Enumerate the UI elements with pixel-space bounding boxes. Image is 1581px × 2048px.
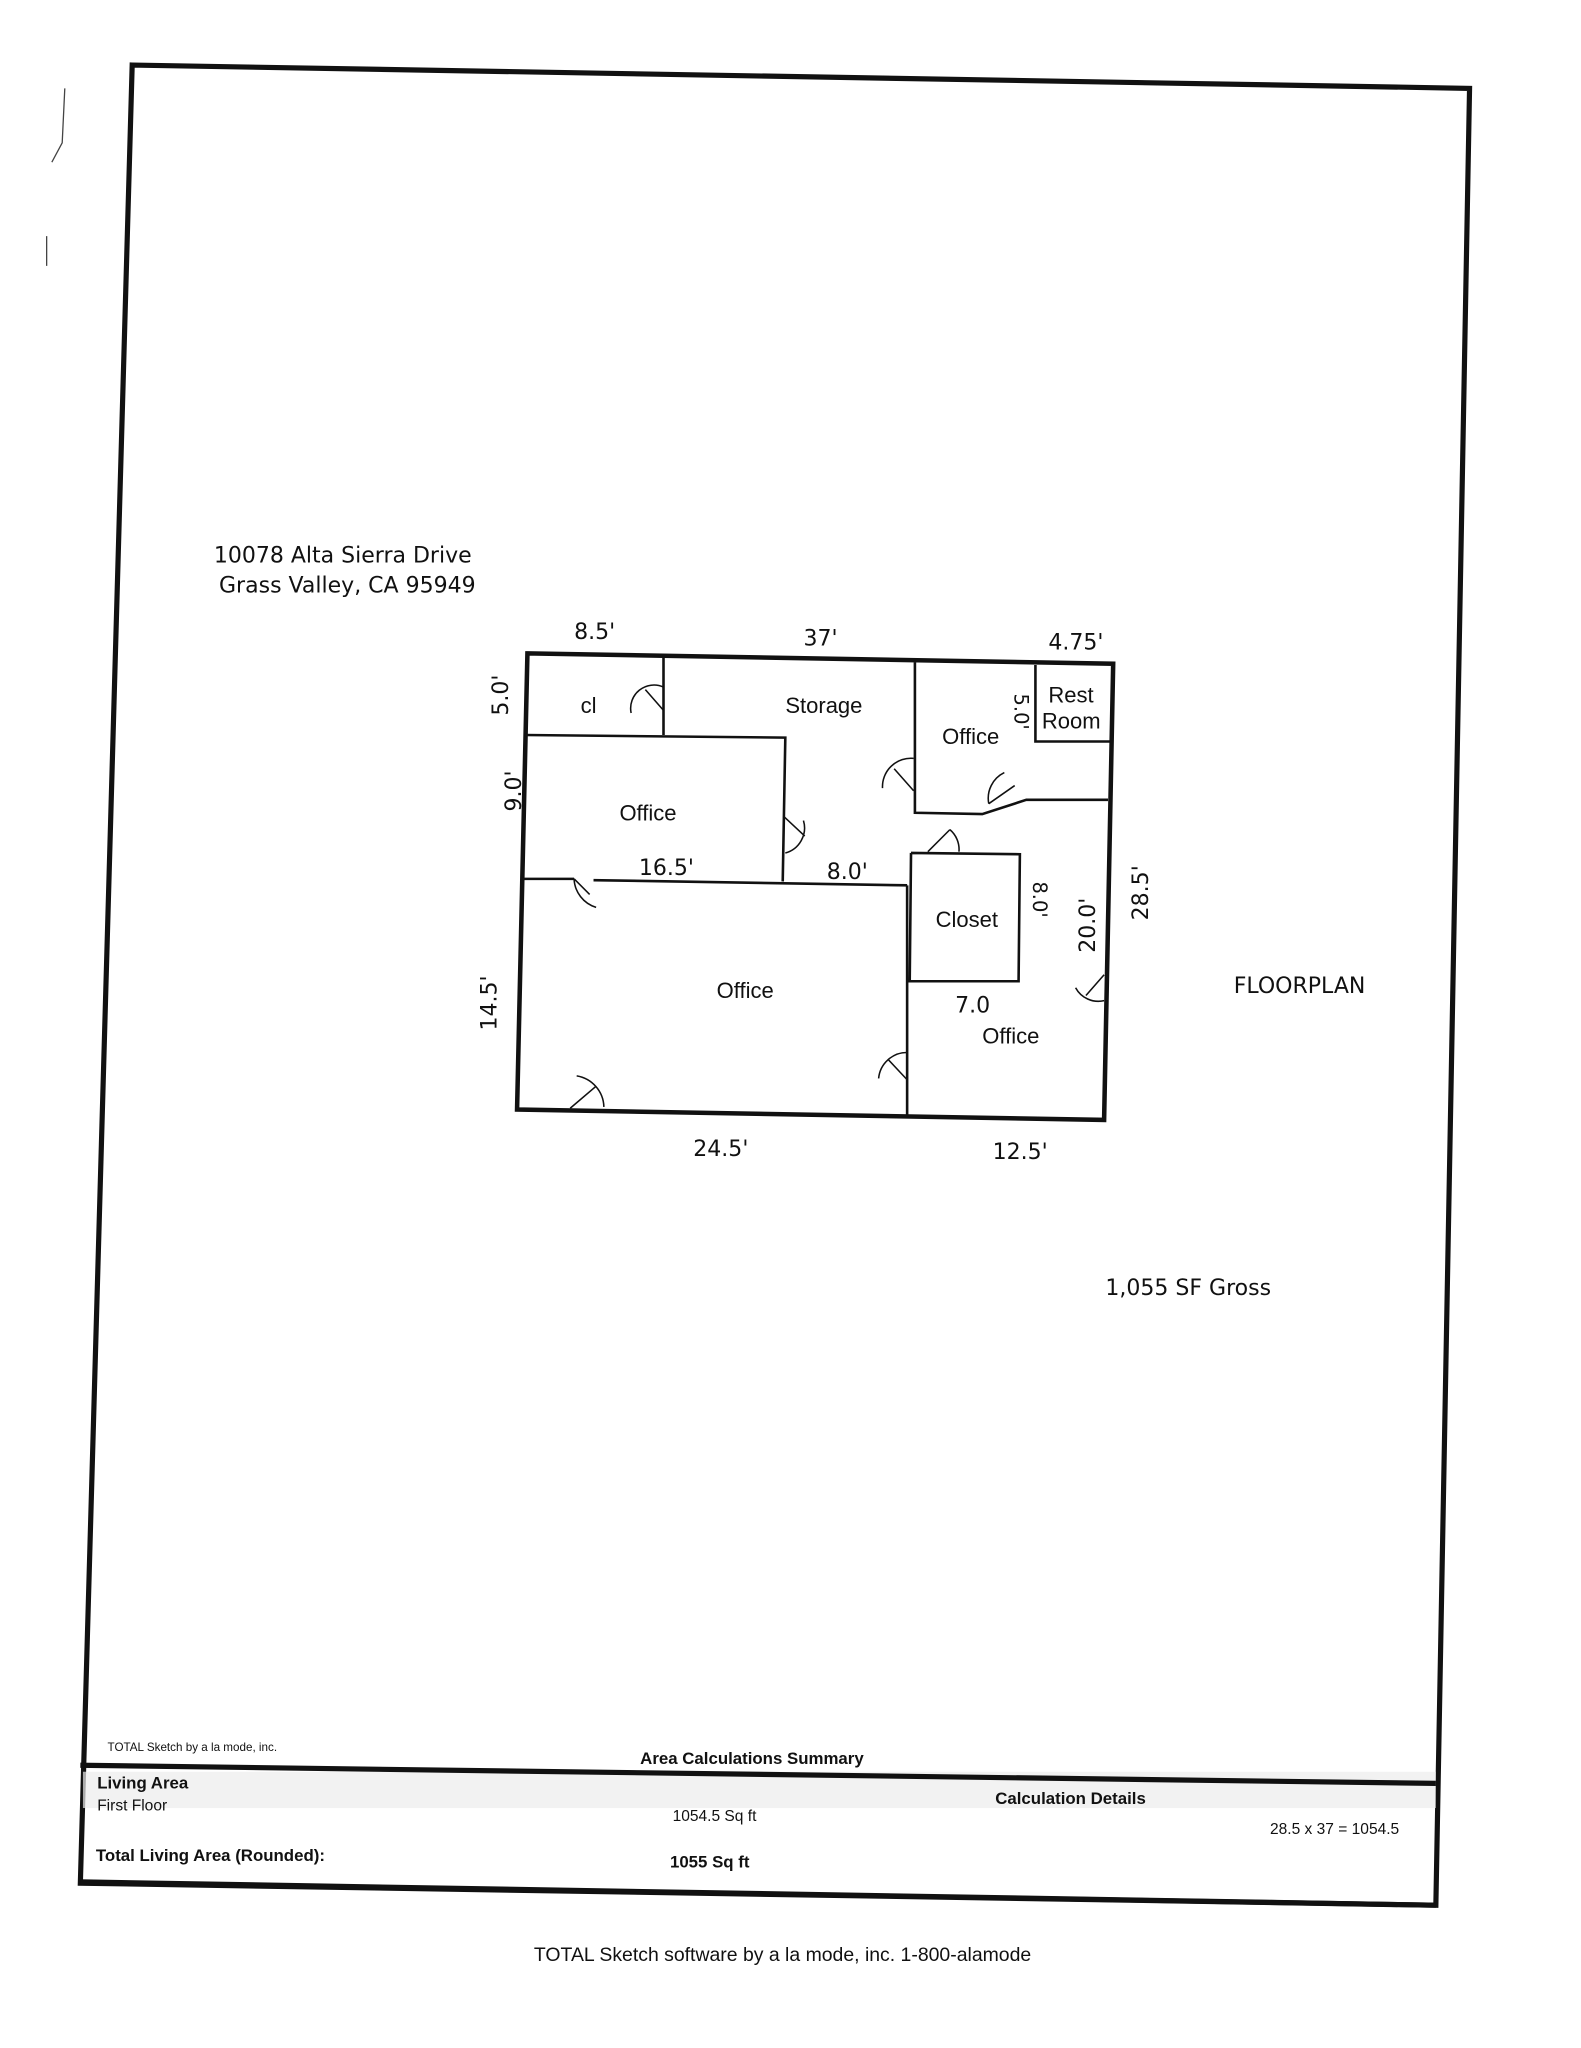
dim-closet-bottom: 7.0 <box>955 993 990 1018</box>
floorplan <box>514 651 1116 1123</box>
dim-left-bottom: 14.5' <box>477 975 502 1030</box>
dim-bottom-left: 24.5' <box>693 1137 748 1162</box>
calc-details-label: Calculation Details <box>995 1789 1146 1808</box>
address-line2: Grass Valley, CA 95949 <box>219 573 476 598</box>
area-summary: TOTAL Sketch by a la mode, inc. Area Cal… <box>80 1741 1436 1908</box>
dim-office-wall: 16.5' <box>639 856 694 881</box>
software-small: TOTAL Sketch by a la mode, inc. <box>108 1741 278 1754</box>
room-cl: cl <box>581 693 597 718</box>
dim-closet-side: 8.0' <box>1028 881 1051 917</box>
dim-right: 28.5' <box>1129 865 1154 920</box>
calc-formula: 28.5 x 37 = 1054.5 <box>1270 1821 1399 1838</box>
dim-inner-right: 20.0' <box>1076 898 1101 953</box>
scan-mark <box>46 88 66 266</box>
summary-bottom-rule <box>80 1879 1436 1908</box>
footer-text: TOTAL Sketch software by a la mode, inc.… <box>534 1944 1031 1966</box>
outer-walls <box>514 651 1116 1123</box>
room-storage: Storage <box>785 693 862 718</box>
dim-hall-wall: 8.0' <box>827 860 868 885</box>
door-swings <box>569 684 1105 1109</box>
first-floor-area: 1054.5 Sq ft <box>673 1808 758 1825</box>
dim-top-right: 4.75' <box>1048 630 1103 655</box>
dim-restroom-side: 5.0' <box>1010 694 1033 730</box>
address-line1: 10078 Alta Sierra Drive <box>214 544 472 569</box>
dim-left-mid: 9.0' <box>502 770 527 811</box>
living-area-label: Living Area <box>97 1774 189 1793</box>
dim-top-left: 8.5' <box>574 620 615 645</box>
room-office-w: Office <box>619 801 676 826</box>
floorplan-label: FLOORPLAN <box>1234 974 1366 999</box>
room-office-ne: Office <box>942 724 999 749</box>
total-value: 1055 Sq ft <box>670 1853 750 1872</box>
room-restroom-1: Rest <box>1048 683 1093 708</box>
room-office-main: Office <box>717 978 774 1003</box>
summary-title: Area Calculations Summary <box>640 1749 864 1768</box>
summary-top-rule <box>80 1762 1436 1786</box>
first-floor-label: First Floor <box>97 1798 167 1815</box>
room-office-se: Office <box>982 1023 1039 1048</box>
summary-band <box>82 1771 1436 1809</box>
dim-left-top: 5.0' <box>489 674 514 715</box>
dim-bottom-right: 12.5' <box>993 1140 1048 1165</box>
dim-top: 37' <box>803 627 837 652</box>
interior-walls <box>522 655 1111 1115</box>
total-label: Total Living Area (Rounded): <box>96 1846 325 1865</box>
room-closet: Closet <box>936 907 998 932</box>
gross-area: 1,055 SF Gross <box>1105 1276 1271 1301</box>
room-restroom-2: Room <box>1042 709 1101 734</box>
